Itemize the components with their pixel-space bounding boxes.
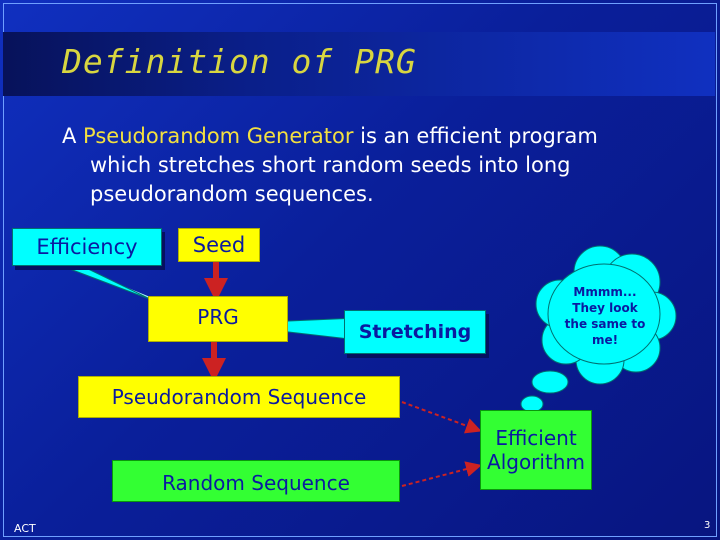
efficient-algorithm-box: Efficient Algorithm	[480, 410, 592, 490]
slide-frame	[3, 3, 717, 537]
random-to-algorithm-arrow	[401, 461, 482, 487]
intro-line-3: pseudorandom sequences.	[90, 182, 374, 206]
seed-box: Seed	[178, 228, 260, 262]
efficiency-pointer-tail	[61, 265, 153, 301]
stretching-label: Stretching	[344, 310, 486, 354]
random-sequence-box: Random Sequence	[112, 460, 400, 502]
bubble-trail-large	[531, 370, 569, 394]
intro-prefix: A	[62, 124, 84, 148]
prg-box: PRG	[148, 296, 288, 342]
efficiency-label: Efficiency	[12, 228, 162, 266]
thought-text: Mmmm... They look the same to me!	[564, 285, 646, 347]
page-number: 3	[704, 520, 711, 531]
footer-left: ACT	[14, 522, 36, 535]
pseudorandom-sequence-box: Pseudorandom Sequence	[78, 376, 400, 418]
pseudorandom-to-algorithm-arrow	[401, 401, 482, 434]
title-band	[3, 32, 715, 96]
definition-text: A Pseudorandom Generator is an efficient…	[62, 122, 662, 209]
intro-rest: is an efficient program	[353, 124, 598, 148]
slide-title: Definition of PRG	[62, 42, 417, 81]
intro-line-2: which stretches short random seeds into …	[90, 153, 571, 177]
intro-highlight: Pseudorandom Generator	[83, 124, 354, 148]
